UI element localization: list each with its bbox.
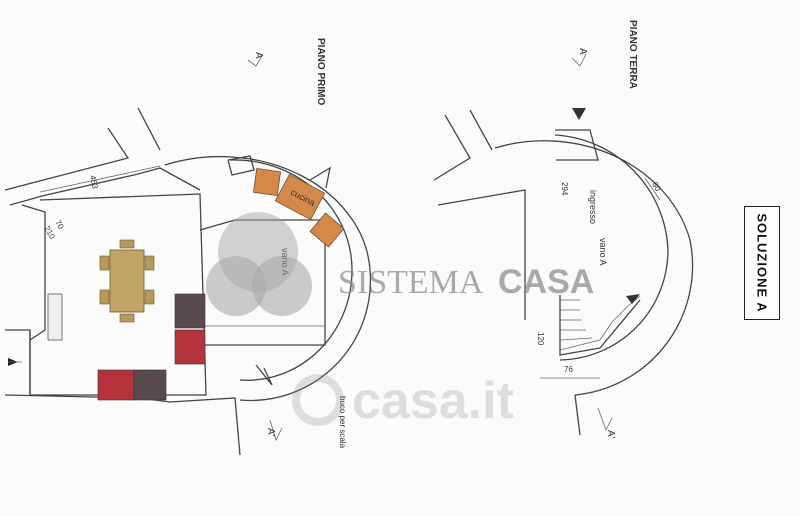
- chair: [99, 289, 110, 305]
- section-mark-a-top-right: [571, 53, 587, 67]
- watermark-brand-part1: SISTEMA: [338, 264, 484, 301]
- logo-circle: [218, 212, 298, 292]
- stair-treads: [559, 295, 641, 351]
- right-tower-outer: [494, 140, 694, 396]
- kitchen-units: [252, 167, 345, 248]
- stair-tread: [599, 321, 613, 341]
- right-plan: [433, 53, 694, 436]
- section-label-a: A: [577, 48, 588, 55]
- dim-label: 453: [88, 175, 100, 190]
- dim-line-453: [39, 165, 161, 193]
- right-floor-label: PIANO TERRA: [627, 20, 638, 89]
- tower-niche-top: [227, 155, 255, 176]
- watermark-site: casa.it: [352, 372, 514, 430]
- dim-label: 294: [560, 182, 569, 196]
- sofas: [97, 293, 206, 401]
- sofa: [174, 329, 206, 365]
- fireplace: [47, 293, 63, 341]
- dim-label: 120: [536, 332, 545, 346]
- solution-title-box: SOLUZIONE A: [744, 206, 780, 320]
- stair-tread: [559, 337, 593, 341]
- left-tower-outer: [164, 155, 372, 402]
- section-label-a-prime: A': [265, 428, 276, 437]
- right-south-wall: [574, 394, 581, 436]
- stair-arrow-icon: [626, 294, 640, 304]
- casa-it-watermark: casa.it: [292, 372, 514, 430]
- left-inner-wall-top: [9, 167, 201, 206]
- kitchen-unit: [309, 212, 345, 248]
- left-floor-label: PIANO PRIMO: [315, 38, 326, 105]
- stair-outline: [559, 295, 641, 356]
- chair: [144, 255, 155, 271]
- entry-arrow-icon: [572, 108, 586, 120]
- stair-tread: [611, 305, 629, 323]
- left-outer-wall-diag: [137, 107, 161, 151]
- right-inner-wall: [437, 189, 526, 320]
- chair: [99, 255, 110, 271]
- sofa: [174, 293, 206, 329]
- section-mark-a-bottom-left: [269, 419, 283, 442]
- stair-hole-note: buco per scala: [338, 396, 347, 449]
- left-tower-inner: [229, 159, 353, 381]
- entrance-label: ingresso: [588, 190, 598, 224]
- sistemacasa-logo-icon: [206, 212, 312, 316]
- chair: [144, 289, 155, 305]
- dim-label: 76: [564, 365, 573, 374]
- table-top: [109, 249, 145, 313]
- tower-niche-right: [309, 166, 331, 189]
- left-room-label: vano A: [280, 248, 290, 276]
- living-room-south-wall: [4, 394, 241, 456]
- stair-tread: [559, 339, 601, 351]
- dim-label: 80: [650, 181, 663, 194]
- section-label-a-prime: A': [605, 430, 616, 439]
- sofa: [97, 369, 135, 401]
- section-mark-a-top-left: [247, 55, 263, 67]
- right-outer-wall-diag: [469, 109, 493, 151]
- sofa: [133, 369, 167, 401]
- right-tower-inner: [554, 134, 669, 361]
- kitchen-unit: [252, 167, 282, 197]
- kitchen-unit: [274, 173, 326, 221]
- right-entry-door: [555, 129, 599, 161]
- left-outer-wall-top: [4, 127, 130, 191]
- section-mark-a-bottom-right: [597, 407, 613, 432]
- chair: [119, 239, 135, 249]
- logo-circle: [206, 256, 266, 316]
- tower-niche-bottom: [255, 364, 273, 386]
- dim-line-80: [644, 177, 661, 201]
- casa-it-logo-icon: [292, 374, 344, 426]
- section-label-a: A: [253, 52, 264, 59]
- chair: [119, 313, 135, 323]
- dim-label: 70: [53, 219, 66, 232]
- right-room-label: vano A: [598, 238, 608, 266]
- sistemacasa-watermark: SISTEMA CASA: [206, 212, 594, 316]
- dining-table: [99, 239, 155, 323]
- solution-title: SOLUZIONE A: [754, 213, 770, 313]
- watermark-brand-part2: CASA: [498, 263, 594, 301]
- living-room-west-wall: [21, 204, 46, 341]
- right-outer-wall-top: [433, 114, 471, 181]
- logo-circle: [252, 256, 312, 316]
- entry-wall: [5, 329, 31, 395]
- left-plan: [4, 55, 372, 456]
